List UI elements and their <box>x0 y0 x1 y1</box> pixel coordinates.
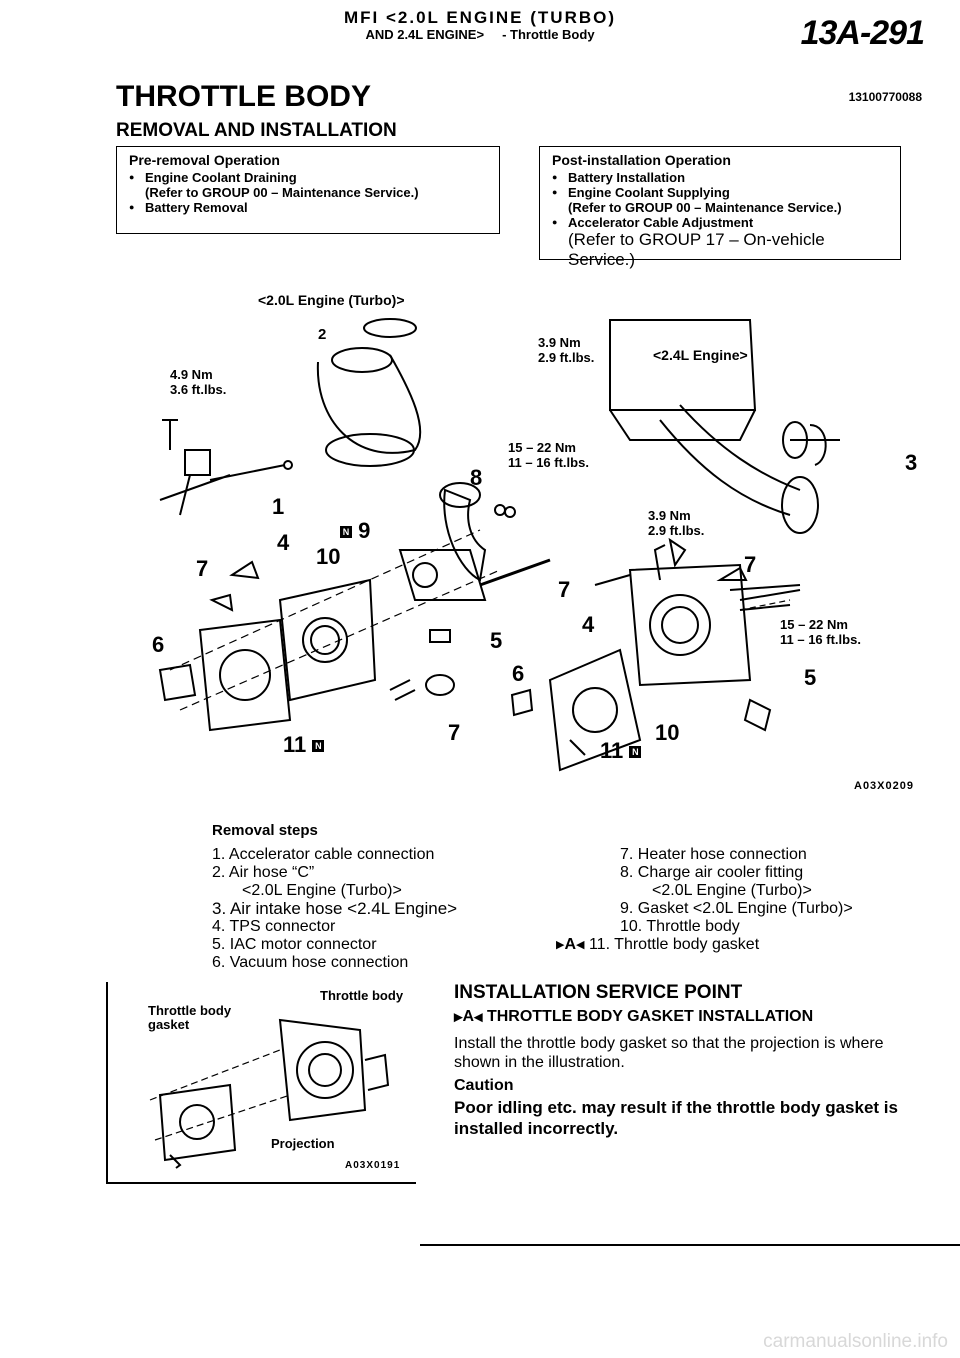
watermark: carmanualsonline.info <box>763 1331 948 1352</box>
figure-label-projection: Projection <box>271 1136 335 1151</box>
left-engine-label: <2.0L Engine (Turbo)> <box>258 292 405 308</box>
caution-heading: Caution <box>454 1077 514 1094</box>
page-title: THROTTLE BODY <box>116 80 371 113</box>
figure-label-throttle-body: Throttle body <box>320 988 404 1003</box>
callout-number: 10 <box>655 720 680 745</box>
exploded-view-illustration <box>158 318 840 772</box>
callout-number: 1 <box>272 494 285 519</box>
callout-number: 6 <box>152 632 165 657</box>
header-engine-prefix: MFI <2.0L <box>343 8 440 27</box>
right-engine-label: <2.4L Engine> <box>653 347 748 363</box>
callout-number: 7 <box>744 552 757 577</box>
figure-label-gasket: Throttle body gasket <box>148 1003 232 1032</box>
removal-step: <2.0L Engine (Turbo)> <box>652 882 812 899</box>
removal-step: 6. Vacuum hose connection <box>212 954 409 971</box>
pre-removal-heading: Pre-removal Operation <box>129 152 280 168</box>
removal-steps-left: 1. Accelerator cable connection 2. Air h… <box>212 846 457 972</box>
new-part-badge: N <box>629 746 642 759</box>
service-point-title: INSTALLATION SERVICE POINT <box>454 982 743 1003</box>
post-installation-item: Battery Installation <box>552 170 888 185</box>
callout-number: 10 <box>316 544 341 569</box>
removal-step: <2.0L Engine (Turbo)> <box>242 882 402 899</box>
pre-removal-item: (Refer to GROUP 00 – Maintenance Service… <box>145 185 419 200</box>
service-point-marker-icon: ◀ <box>474 1011 483 1024</box>
removal-step: 8. Charge air cooler fitting <box>620 864 804 881</box>
callout-number: 4 <box>582 612 595 637</box>
footer-rule <box>420 1244 960 1246</box>
removal-step: 2. Air hose “C” <box>212 864 315 881</box>
header-section: - Throttle Body <box>502 27 595 42</box>
header-line-1: MFI <2.0L ENGINE (TURBO) <box>0 8 960 28</box>
removal-step: 5. IAC motor connector <box>212 936 377 953</box>
new-part-badge: N <box>340 526 352 539</box>
removal-step: 3. Air intake hose <2.4L Engine> <box>212 899 458 918</box>
post-installation-item: (Refer to GROUP 00 – Maintenance Service… <box>568 200 842 215</box>
new-part-badge: N <box>312 740 325 753</box>
post-installation-item: Accelerator Cable Adjustment <box>552 215 888 230</box>
callout-number: 2 <box>318 326 327 343</box>
service-point-subtitle-row: ▶A◀ THROTTLE BODY GASKET INSTALLATION <box>454 1008 814 1025</box>
figure-code: A03X0209 <box>854 780 914 792</box>
callout-number: 5 <box>490 628 503 653</box>
removal-step: 9. Gasket <2.0L Engine (Turbo)> <box>620 900 853 917</box>
service-point-marker-icon: ▶ <box>556 939 565 951</box>
removal-steps-title: Removal steps <box>212 822 318 839</box>
removal-step: 4. TPS connector <box>212 918 336 935</box>
pre-removal-item: Battery Removal <box>129 200 487 215</box>
callout-number-with-badge: 11 N <box>600 738 642 764</box>
post-installation-item: Engine Coolant Supplying <box>552 185 888 200</box>
header-line-2: AND 2.4L ENGINE> - Throttle Body <box>0 27 960 42</box>
callout-number: 7 <box>448 720 461 745</box>
torque-spec: 15 – 22 Nm 11 – 16 ft.lbs. <box>780 617 861 647</box>
page-number: 13A-291 <box>800 14 925 52</box>
torque-spec: 4.9 Nm 3.6 ft.lbs. <box>170 367 227 397</box>
removal-step: 10. Throttle body <box>620 918 740 935</box>
service-point-marker-icon: ▶ <box>454 1011 463 1024</box>
callout-number: 4 <box>277 530 290 555</box>
gasket-figure-frame <box>106 982 416 1184</box>
post-installation-item: (Refer to GROUP 17 – On-vehicle Service.… <box>568 230 825 269</box>
post-installation-heading: Post-installation Operation <box>552 152 731 168</box>
header-engine-line-2: AND 2.4L ENGINE> <box>365 27 485 42</box>
service-point-body: Install the throttle body gasket so that… <box>454 1035 884 1071</box>
removal-step: 7. Heater hose connection <box>620 846 807 863</box>
callout-number: 8 <box>470 465 483 490</box>
caution-text: Poor idling etc. may result if the throt… <box>454 1098 898 1138</box>
torque-spec: 3.9 Nm 2.9 ft.lbs. <box>648 508 705 538</box>
header-engine-main: ENGINE (TURBO) <box>446 8 617 27</box>
gasket-projection-illustration <box>149 1018 390 1169</box>
figure-code: A03X0191 <box>345 1160 401 1171</box>
section-subtitle: REMOVAL AND INSTALLATION <box>116 120 397 141</box>
removal-steps-right: 7. Heater hose connection 8. Charge air … <box>556 846 853 954</box>
callout-number: 3 <box>905 450 918 475</box>
post-installation-box: Post-installation Operation Battery Inst… <box>539 146 901 269</box>
callout-number: 6 <box>512 661 525 686</box>
pre-removal-item: Engine Coolant Draining <box>129 170 487 185</box>
torque-spec: 3.9 Nm 2.9 ft.lbs. <box>538 335 595 365</box>
service-point-subtitle: THROTTLE BODY GASKET INSTALLATION <box>486 1008 814 1025</box>
callout-number: 7 <box>196 556 209 581</box>
pre-removal-box: Pre-removal Operation Engine Coolant Dra… <box>116 146 500 234</box>
callout-number: 7 <box>558 577 571 602</box>
removal-step: 1. Accelerator cable connection <box>212 846 435 863</box>
service-point-marker-icon: ◀ <box>576 939 585 951</box>
document-number: 13100770088 <box>848 90 922 104</box>
callout-number-with-badge: 11 N <box>283 732 325 758</box>
removal-step: ▶A◀ 11. Throttle body gasket <box>556 936 760 954</box>
removal-step: 11. Throttle body gasket <box>588 936 760 954</box>
torque-spec: 15 – 22 Nm 11 – 16 ft.lbs. <box>508 440 589 470</box>
callout-number-with-badge: N 9 <box>340 518 370 544</box>
callout-number: 5 <box>804 665 817 690</box>
